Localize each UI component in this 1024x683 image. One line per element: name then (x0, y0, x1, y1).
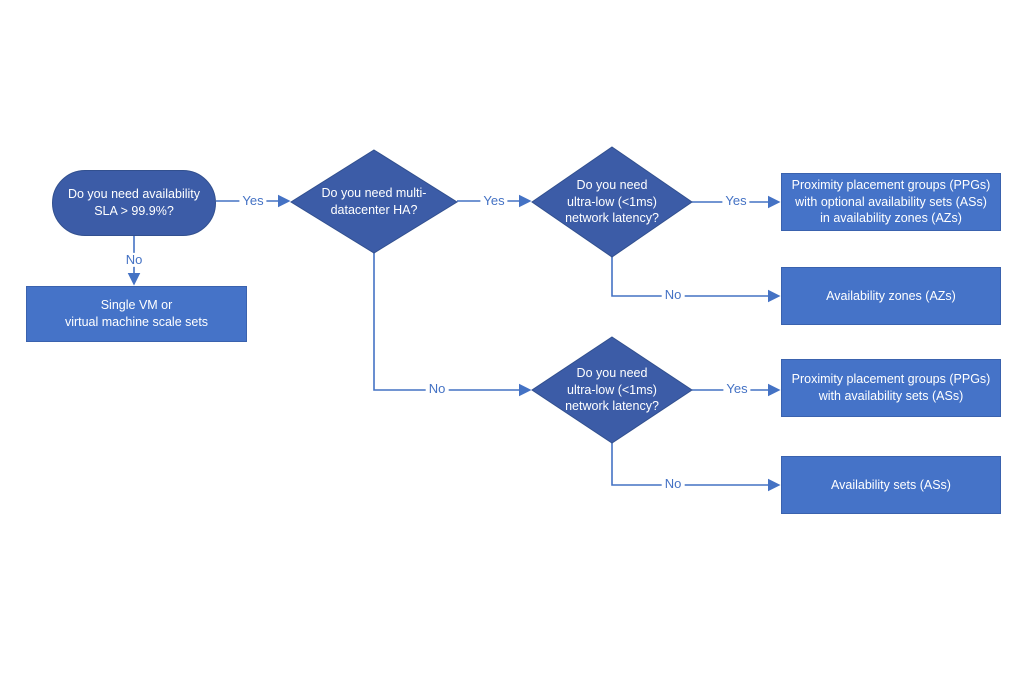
node-ppg-with-as: Proximity placement groups (PPGs) with a… (781, 359, 1001, 417)
node-start-label: Do you need availability SLA > 99.9%? (67, 187, 201, 218)
decision-ultra-low-latency-top (531, 146, 693, 258)
edge-label-latency-bottom-no: No (661, 476, 685, 492)
node-single-vm-label: Single VM or virtual machine scale sets (64, 298, 209, 329)
edge-multi-dc-no (373, 253, 532, 397)
edge-label-start-yes: Yes (239, 193, 267, 209)
node-ppg-with-as-label: Proximity placement groups (PPGs) with a… (791, 372, 991, 403)
decision-ultra-low-latency-bottom (531, 336, 693, 444)
edge-label-multi-dc-yes: Yes (480, 193, 508, 209)
edge-label-latency-bottom-yes: Yes (723, 381, 751, 397)
edge-latency-bottom-no (611, 443, 781, 492)
node-ppg-optional-as-az-label: Proximity placement groups (PPGs) with o… (791, 177, 991, 226)
node-availability-zones: Availability zones (AZs) (781, 267, 1001, 325)
node-availability-sets-label: Availability sets (ASs) (831, 477, 951, 492)
edge-label-latency-top-no: No (661, 287, 685, 303)
node-availability-sets: Availability sets (ASs) (781, 456, 1001, 514)
edge-label-latency-top-yes: Yes (722, 193, 750, 209)
decision-multi-datacenter-ha (290, 149, 458, 254)
edge-label-multi-dc-no: No (425, 381, 449, 397)
node-availability-zones-label: Availability zones (AZs) (826, 288, 956, 303)
node-single-vm-or-scale-sets: Single VM or virtual machine scale sets (26, 286, 247, 342)
node-ppg-optional-as-az: Proximity placement groups (PPGs) with o… (781, 173, 1001, 231)
edge-label-start-no: No (122, 252, 146, 268)
node-start-availability-sla: Do you need availability SLA > 99.9%? (52, 170, 216, 236)
edge-latency-top-no (611, 257, 781, 303)
